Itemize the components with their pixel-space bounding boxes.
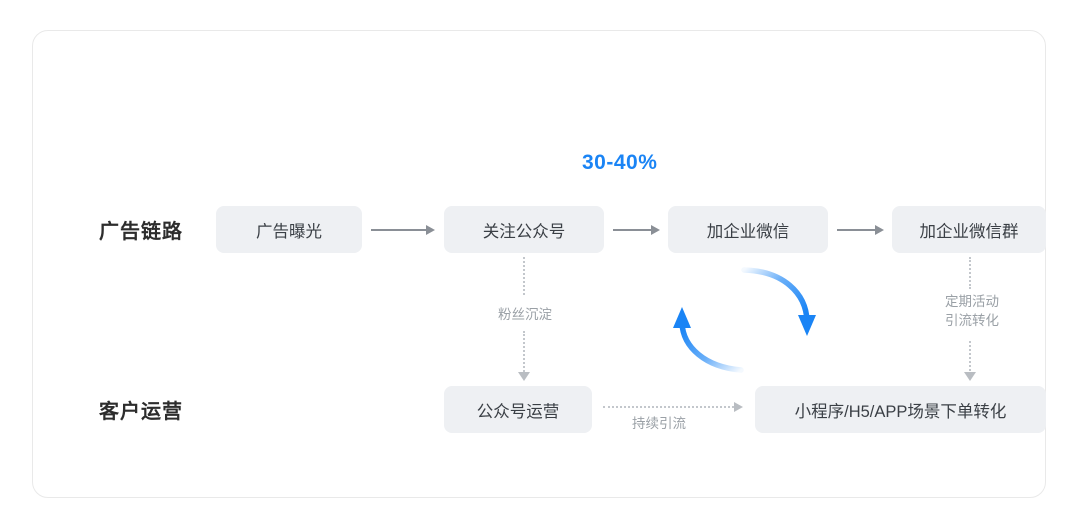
arrow-shaft	[603, 406, 734, 408]
arrow-head-icon	[875, 224, 884, 235]
cycle-arrows-group	[673, 267, 816, 373]
cycle-arrow-up-path	[679, 320, 744, 373]
diagram-card: 广告链路 客户运营 30-40% 广告曝光 关注公众号 加企业微信 加企业微信群…	[32, 30, 1046, 498]
node-ad-exposure[interactable]: 广告曝光	[216, 206, 362, 253]
node-official-account-operation[interactable]: 公众号运营	[444, 386, 592, 433]
arrow-follow-to-wecom	[613, 223, 660, 237]
dotted-connector-fans-upper	[523, 257, 527, 295]
arrow-head-icon	[426, 224, 435, 235]
arrow-exposure-to-follow	[371, 223, 435, 237]
node-add-wecom-group[interactable]: 加企业微信群	[892, 206, 1046, 253]
dotted-connector-fans-lower	[523, 331, 527, 375]
cycle-arrow-down-path	[741, 267, 810, 324]
node-follow-official-account[interactable]: 关注公众号	[444, 206, 604, 253]
arrow-head-down-icon	[518, 372, 530, 381]
row-label-customer-ops: 客户运营	[99, 401, 183, 423]
node-add-wecom[interactable]: 加企业微信	[668, 206, 828, 253]
connector-label-line-2: 引流转化	[945, 313, 999, 328]
arrow-head-icon	[734, 401, 743, 412]
connector-label-periodic-activity: 定期活动 引流转化	[917, 292, 1027, 330]
arrow-head-icon	[651, 224, 660, 235]
cycle-arrow-down-head-icon	[798, 315, 816, 336]
dotted-arrow-continuous-traffic	[603, 401, 743, 413]
cycle-arrow-up-head-icon	[673, 307, 691, 328]
connector-label-line-1: 定期活动	[945, 294, 999, 309]
arrow-shaft	[613, 229, 652, 231]
dotted-connector-periodic-lower	[969, 341, 973, 375]
arrow-wecom-to-group	[837, 223, 884, 237]
node-miniapp-h5-app-conversion[interactable]: 小程序/H5/APP场景下单转化	[755, 386, 1046, 433]
dotted-connector-periodic-upper	[969, 257, 973, 289]
arrow-head-down-icon	[964, 372, 976, 381]
connector-label-fans-accumulation: 粉丝沉淀	[498, 307, 552, 322]
connector-label-continuous-traffic: 持续引流	[632, 416, 686, 431]
conversion-rate-callout: 30-40%	[582, 151, 658, 174]
arrow-shaft	[837, 229, 876, 231]
row-label-ad-chain: 广告链路	[99, 221, 183, 243]
arrow-shaft	[371, 229, 427, 231]
